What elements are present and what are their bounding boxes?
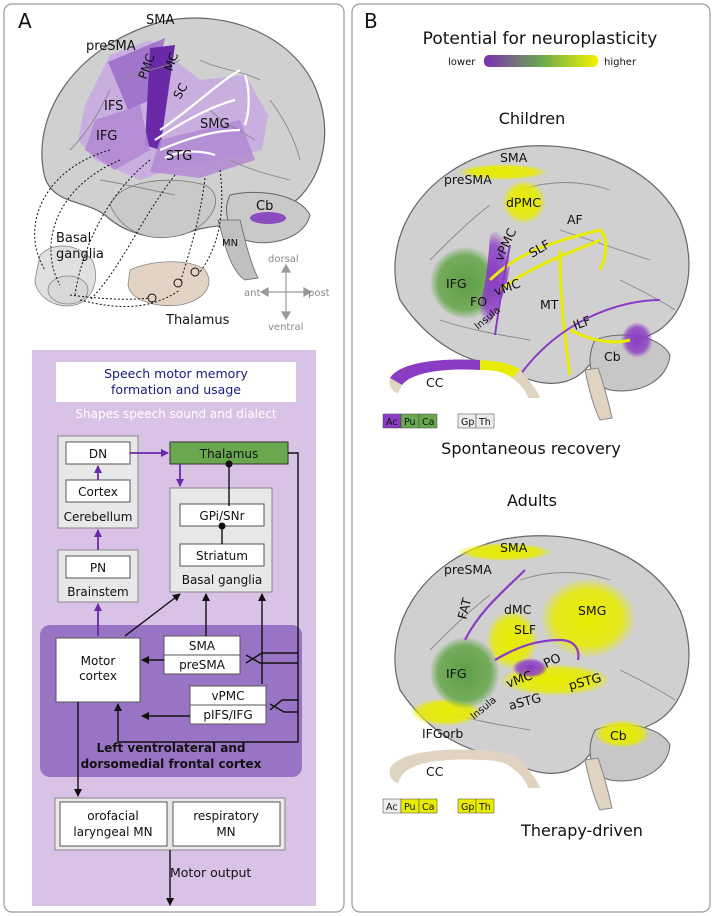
basal-ganglia-line2: ganglia <box>56 247 104 262</box>
child-dpmc: dPMC <box>506 195 541 210</box>
panel-b-letter: B <box>364 9 378 33</box>
title-box <box>56 362 296 402</box>
motor-cortex-box <box>55 637 141 703</box>
title-line2: formation and usage <box>111 382 241 397</box>
basal-ganglia-line1: Basal <box>56 231 91 246</box>
basal-ganglia-node-label: Basal ganglia <box>182 573 263 587</box>
child-ifg: IFG <box>446 276 467 291</box>
gpi-label: GPi/SNr <box>199 509 244 523</box>
child-legend-gp: Gp <box>461 417 474 428</box>
vpmc-node-label: vPMC <box>211 689 244 703</box>
adult-cb: Cb <box>610 728 627 743</box>
label-cb-a: Cb <box>256 199 273 214</box>
child-sma: SMA <box>500 150 528 165</box>
adult-presma: preSMA <box>444 562 492 577</box>
frontal-line2: dorsomedial frontal cortex <box>81 757 262 771</box>
label-smg-a: SMG <box>200 117 230 132</box>
pn-label: PN <box>90 561 106 575</box>
cerebellum-label: Cerebellum <box>64 510 133 524</box>
compass-ant: ant <box>244 288 260 299</box>
cortex-label: Cortex <box>78 485 118 499</box>
child-af: AF <box>567 212 583 227</box>
scale-higher: higher <box>604 57 637 68</box>
panel-a-letter: A <box>18 9 32 33</box>
child-legend-ca: Ca <box>422 417 434 428</box>
orofacial-line2: laryngeal MN <box>73 825 152 839</box>
label-mc-a: MC <box>162 51 182 73</box>
striatum-label: Striatum <box>196 549 248 563</box>
title-line1: Speech motor memory <box>104 366 248 381</box>
adult-ifg: IFG <box>446 666 467 681</box>
pifs-node-label: pIFS/IFG <box>203 708 252 722</box>
scale-lower: lower <box>448 57 476 68</box>
motor-cortex-line1: Motor <box>81 654 116 668</box>
children-brain <box>389 145 690 421</box>
adult-legend-pu: Pu <box>404 802 416 813</box>
adult-legend-th: Th <box>478 802 491 813</box>
orofacial-box <box>59 801 168 847</box>
adult-smg: SMG <box>578 603 606 618</box>
adult-dmc: dMC <box>504 602 532 617</box>
sma-node-label: SMA <box>189 639 216 653</box>
thalamus-label-a: Thalamus <box>165 313 230 328</box>
adult-legend-ca: Ca <box>422 802 434 813</box>
child-legend-th: Th <box>478 417 491 428</box>
child-mt: MT <box>540 297 559 312</box>
presma-node-label: preSMA <box>179 658 226 672</box>
thalamus-node-label: Thalamus <box>199 447 259 461</box>
dn-label: DN <box>89 447 107 461</box>
adult-legend-ac: Ac <box>386 802 398 813</box>
adult-po: PO <box>541 650 563 671</box>
label-presma-a: preSMA <box>86 39 136 54</box>
orofacial-line1: orofacial <box>87 809 139 823</box>
child-legend-ac: Ac <box>386 417 398 428</box>
respiratory-line2: MN <box>216 825 235 839</box>
child-presma: preSMA <box>444 172 492 187</box>
children-heading: Children <box>499 109 566 128</box>
frontal-line1: Left ventrolateral and <box>97 741 246 755</box>
child-ilf: ILF <box>571 313 593 333</box>
plasticity-scale <box>484 55 598 67</box>
label-ifg-a: IFG <box>96 129 117 144</box>
children-legend: Ac Pu Ca Gp Th <box>382 413 495 429</box>
respiratory-box <box>172 801 281 847</box>
brainstem-label: Brainstem <box>67 585 129 599</box>
compass-post: post <box>308 288 330 299</box>
flow-diagram: Speech motor memory formation and usage … <box>32 350 316 906</box>
children-caption: Spontaneous recovery <box>441 439 621 458</box>
adults-heading: Adults <box>507 491 557 510</box>
adult-slf: SLF <box>514 622 536 637</box>
adults-legend: Ac Pu Ca Gp Th <box>382 798 495 814</box>
label-stg-a: STG <box>166 149 192 164</box>
panel-a-brain <box>34 17 326 321</box>
adult-cc: CC <box>426 764 444 779</box>
label-sc-a: SC <box>170 81 190 102</box>
adult-fat: FAT <box>454 596 474 621</box>
compass-dorsal: dorsal <box>268 254 299 265</box>
label-ifs-a: IFS <box>104 99 123 114</box>
box-subtitle: Shapes speech sound and dialect <box>75 407 277 421</box>
respiratory-line1: respiratory <box>193 809 259 823</box>
motor-output-label: Motor output <box>170 865 251 880</box>
adult-legend-gp: Gp <box>461 802 474 813</box>
adult-ifgorb: IFGorb <box>422 726 463 741</box>
adult-sma: SMA <box>500 540 528 555</box>
compass-ventral: ventral <box>268 322 303 333</box>
adults-caption: Therapy-driven <box>520 821 643 840</box>
child-fo: FO <box>470 294 487 309</box>
child-legend-pu: Pu <box>404 417 416 428</box>
pn-box <box>65 555 131 579</box>
label-sma-a: SMA <box>146 13 174 28</box>
adults-brain <box>389 535 690 811</box>
child-cc: CC <box>426 375 444 390</box>
label-mn-a: MN <box>222 238 238 249</box>
panel-b-title: Potential for neuroplasticity <box>423 29 658 49</box>
motor-cortex-line2: cortex <box>79 669 117 683</box>
child-cb: Cb <box>604 349 621 364</box>
